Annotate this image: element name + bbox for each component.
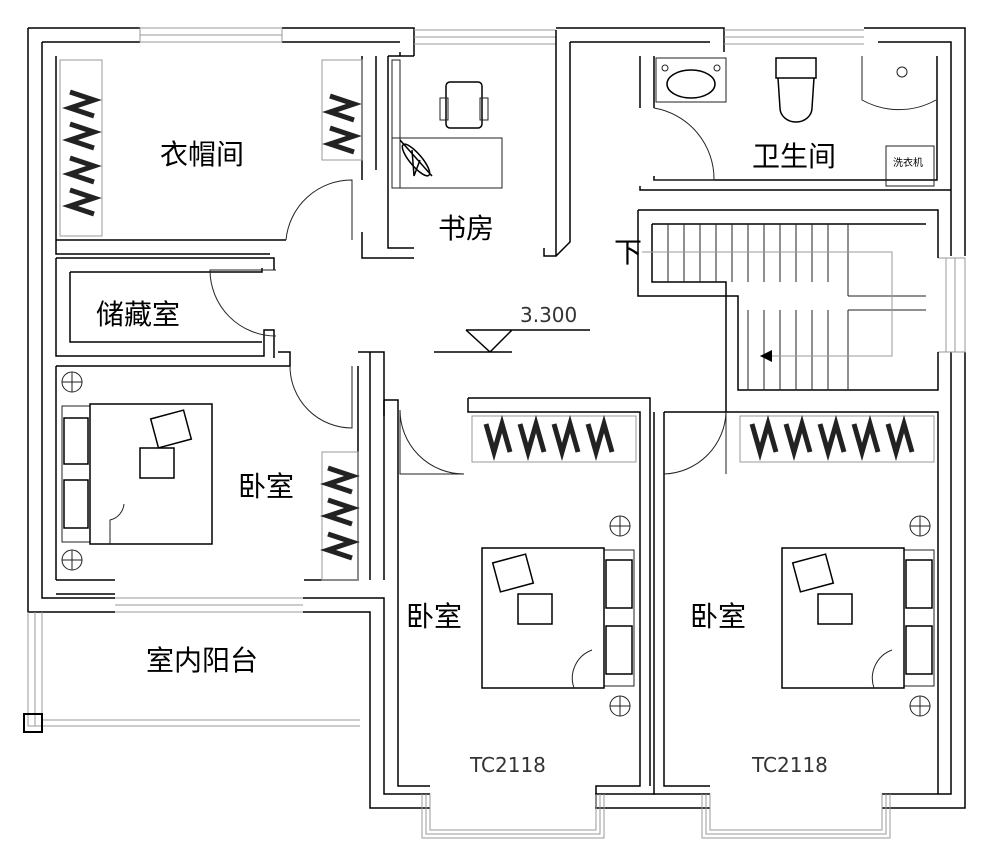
stair-direction-label: 下 (614, 236, 642, 269)
bed-left (61, 371, 213, 571)
room-label-bathroom: 卫生间 (752, 140, 836, 173)
room-label-study: 书房 (438, 212, 494, 245)
wardrobe-cloakroom-right (321, 59, 363, 161)
bed-right (781, 515, 935, 717)
washer-label: 洗衣机 (893, 156, 923, 169)
bed-middle (481, 515, 635, 717)
interior-walls (55, 30, 951, 808)
elevation-value: 3.300 (520, 303, 577, 327)
window-label-right: TC2118 (751, 753, 828, 777)
bay-windows (421, 794, 891, 839)
wardrobe-left-bedroom (320, 451, 360, 581)
room-label-balcony: 室内阳台 (146, 644, 258, 677)
balcony-railing (23, 597, 360, 733)
wardrobe-middle-bedroom (471, 414, 637, 463)
room-label-bedroom-right: 卧室 (690, 600, 746, 633)
wardrobe-cloakroom-left (59, 59, 103, 237)
room-label-cloakroom: 衣帽间 (160, 138, 244, 171)
room-label-bedroom-middle: 卧室 (406, 600, 462, 633)
doors (209, 107, 727, 475)
study-desk-chair (391, 59, 503, 189)
top-windows (139, 27, 864, 45)
window-label-middle: TC2118 (469, 753, 546, 777)
bathroom-fixtures: 洗衣机 (655, 56, 937, 187)
room-label-storage: 储藏室 (96, 298, 180, 331)
exterior-walls (27, 27, 966, 809)
elevation-marker (434, 329, 590, 354)
staircase (642, 224, 926, 390)
wardrobe-right-bedroom (739, 414, 935, 463)
room-label-bedroom-left: 卧室 (238, 470, 294, 503)
